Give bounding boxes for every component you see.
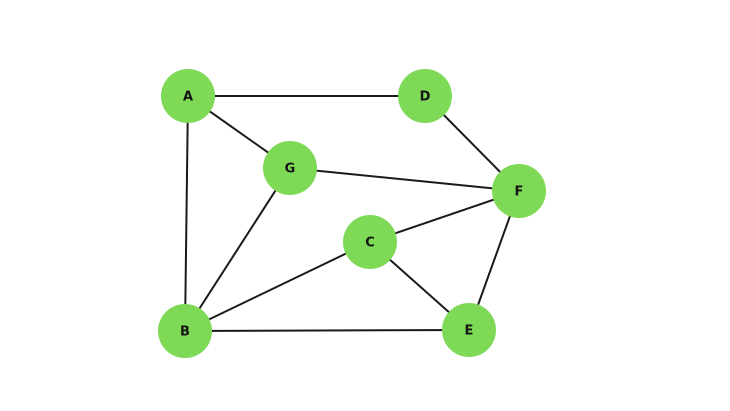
graph-node-circle-c[interactable] xyxy=(343,215,397,269)
graph-edge-g-b xyxy=(184,167,291,332)
graph-node-a[interactable]: A xyxy=(161,69,215,123)
graph-node-e[interactable]: E xyxy=(442,303,496,357)
graph-node-circle-a[interactable] xyxy=(161,69,215,123)
graph-edge-g-f xyxy=(289,167,520,192)
graph-node-b[interactable]: B xyxy=(158,304,212,358)
graph-node-d[interactable]: D xyxy=(398,69,452,123)
graph-node-circle-e[interactable] xyxy=(442,303,496,357)
graph-edge-c-b xyxy=(184,241,371,332)
graph-edge-b-e xyxy=(184,329,470,332)
graph-node-c[interactable]: C xyxy=(343,215,397,269)
graph-node-circle-f[interactable] xyxy=(492,164,546,218)
graph-node-circle-g[interactable] xyxy=(263,141,317,195)
edges-layer xyxy=(184,95,520,332)
graph-node-f[interactable]: F xyxy=(492,164,546,218)
graph-node-circle-b[interactable] xyxy=(158,304,212,358)
nodes-layer: A D G F C B E xyxy=(158,69,546,358)
graph-node-g[interactable]: G xyxy=(263,141,317,195)
graph-node-circle-d[interactable] xyxy=(398,69,452,123)
graph-edge-a-b xyxy=(184,95,189,332)
